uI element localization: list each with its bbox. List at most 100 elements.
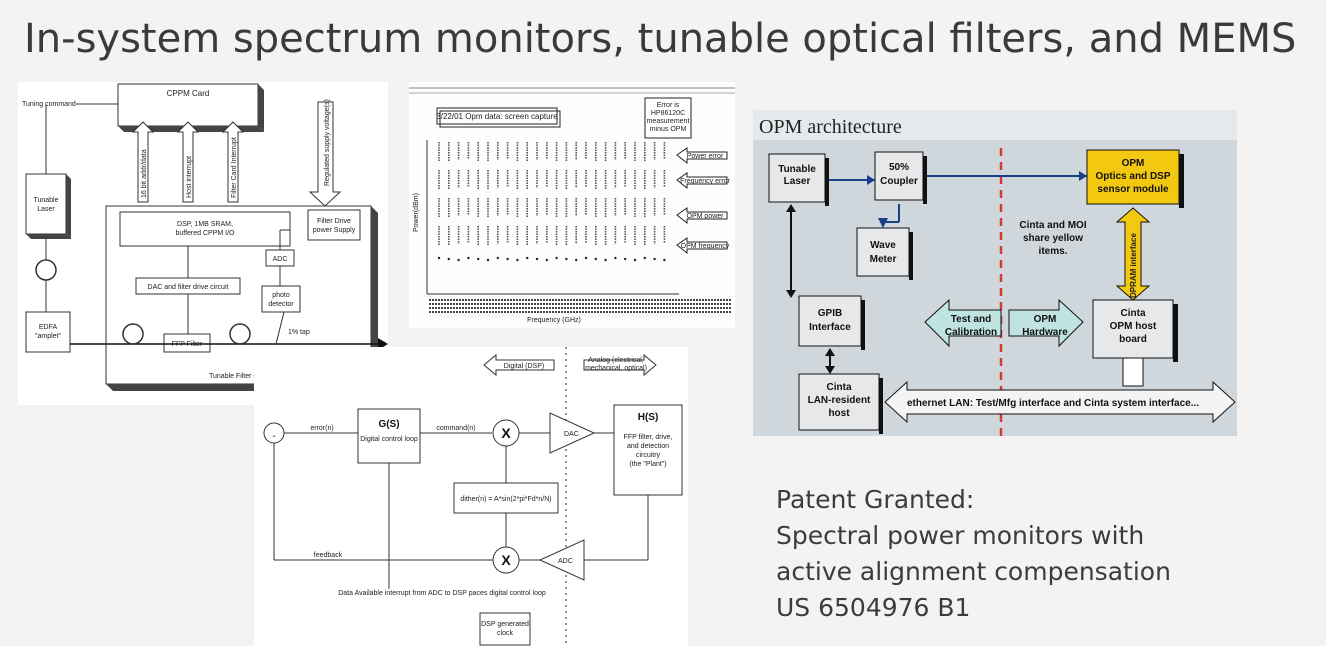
measurement-marker [643,256,646,260]
measurement-marker [467,256,470,260]
test-cal-line2: Calibration [945,327,997,338]
opm-module-line1: OPM [1122,158,1145,169]
mixer-bottom-label: X [501,552,511,568]
gpib-line1: GPIB [818,308,842,319]
measurement-marker [604,258,607,262]
callout-frequency-error: Frequency error [680,178,730,185]
filter-drive-line2: power Supply [313,227,356,234]
measurement-marker [614,256,617,260]
mixer-top-label: X [501,425,511,441]
summing-minus: - [272,431,275,442]
bus-arrow [221,121,245,203]
slide-title: In-system spectrum monitors, tunable opt… [24,16,1297,62]
measurement-columns [437,142,666,262]
measurement-marker [516,258,519,262]
feedback-label: feedback [314,552,343,559]
regulated-supply-label: Regulated supply voltage(s) [324,99,331,186]
bus-label: 16 bit addr/data [141,149,148,198]
callout-power-error: Power error [687,153,724,160]
clock-line1: DSP generated [481,621,529,628]
measurement-marker [486,258,490,262]
dither-label: dither(n) = A*sin(2*pi*Fd*n/N) [460,496,551,503]
bus-arrow [308,101,342,207]
edfa-line2: "amplet" [35,333,61,340]
host-board-line3: board [1119,334,1147,345]
patent-line: Patent Granted: [776,485,975,514]
patent-block: Patent Granted: Spectral power monitors … [776,482,1296,626]
gs-label: G(S) [378,419,399,430]
callout-opm-power: OPM power [687,213,725,220]
note-line1: Cinta and MOI [1019,220,1086,231]
host-board-line1: Cinta [1121,308,1146,319]
tuning-command-label: Tuning command [22,101,76,108]
test-cal-line1: Test and [951,314,991,325]
opm-hardware-arrow [1008,298,1084,348]
measurement-marker [555,256,558,260]
card-interrupt-label: Filter Card Interrupt [231,137,238,198]
measurement-marker [584,256,588,260]
digital-label: Digital (DSP) [504,363,544,370]
opm-module-line3: sensor module [1097,184,1169,195]
wave-meter-line1: Wave [870,240,896,251]
lan-host-line2: LAN-resident [808,395,871,406]
gpib-line2: Interface [809,322,851,333]
patent-line: US 6504976 B1 [776,593,971,622]
measurement-marker [663,258,666,262]
arch-laser-line2: Laser [784,176,811,187]
adc-label: ADC [273,256,288,263]
note-line3: items. [1039,246,1068,257]
tap-label: 1% tap [288,329,310,336]
measurement-marker [477,257,480,261]
error-note-line3: measurement [647,118,690,125]
measurement-marker [545,258,548,262]
host-board-line2: OPM host [1110,321,1157,332]
adc-triangle-label: ADC [558,558,573,565]
bus-arrow [176,121,200,203]
lan-host-line1: Cinta [827,382,852,393]
analog-line2: mechanical, optical) [585,365,647,372]
clock-line2: clock [497,630,513,637]
test-calibration-arrow [924,298,1002,348]
callout-opm-frequency: OPM frequency [681,243,730,250]
wave-meter-line2: Meter [870,254,897,265]
x-axis-label: Frequency (GHz) [527,317,581,324]
bus-arrow [131,121,155,203]
measurement-marker [653,257,656,261]
patent-line: active alignment compensation [776,557,1171,586]
measurement-marker [457,258,460,262]
tunable-laser-line2: Laser [37,206,55,213]
hs-sub-line1: FFP filter, drive, [624,434,673,441]
measurement-marker [437,256,441,260]
measurement-marker [565,257,568,261]
photo-line1: photo [272,292,290,299]
error-note-line4: minus OPM [650,126,687,133]
analog-line1: Analog (electrical, [588,357,644,364]
measurement-marker [594,257,597,261]
cppm-card-label: CPPM Card [167,89,210,98]
error-note-line1: Error is [657,102,680,109]
gs-sub-label: Digital control loop [360,436,418,443]
arch-laser-line1: Tunable [778,164,816,175]
control-loop-diagram: Digital (DSP) Analog (electrical, mechan… [254,347,688,646]
filter-drive-line1: Filter Drive [317,218,351,225]
hs-label: H(S) [638,412,659,423]
arch-title: OPM architecture [759,116,902,138]
opm-hw-line1: OPM [1034,314,1057,325]
opm-architecture-diagram: OPM architecture Tunable Laser 50% Coupl… [753,110,1237,436]
hs-sub-line2: and detection [627,443,669,450]
capture-caption: 3/22/01 Opm data: screen capture [436,112,558,121]
measurement-marker [633,258,637,262]
ethernet-label: ethernet LAN: Test/Mfg interface and Cin… [907,398,1199,409]
y-axis-label: Power(dBm) [413,193,420,232]
note-line2: share yellow [1023,233,1083,244]
dsp-line2: buffered CPPM I/O [175,230,235,237]
opm-hw-line2: Hardware [1022,327,1068,338]
measurement-marker [624,257,627,261]
measurement-marker [535,257,539,261]
card-label: Tunable Filter card [209,373,267,380]
measurement-marker [526,256,529,260]
hs-sub-line4: (the "Plant") [629,461,666,468]
error-label: error(n) [310,425,333,432]
dsp-line1: DSP, 1MB SRAM, [177,221,233,228]
dac-label: DAC and filter drive circuit [148,284,229,291]
